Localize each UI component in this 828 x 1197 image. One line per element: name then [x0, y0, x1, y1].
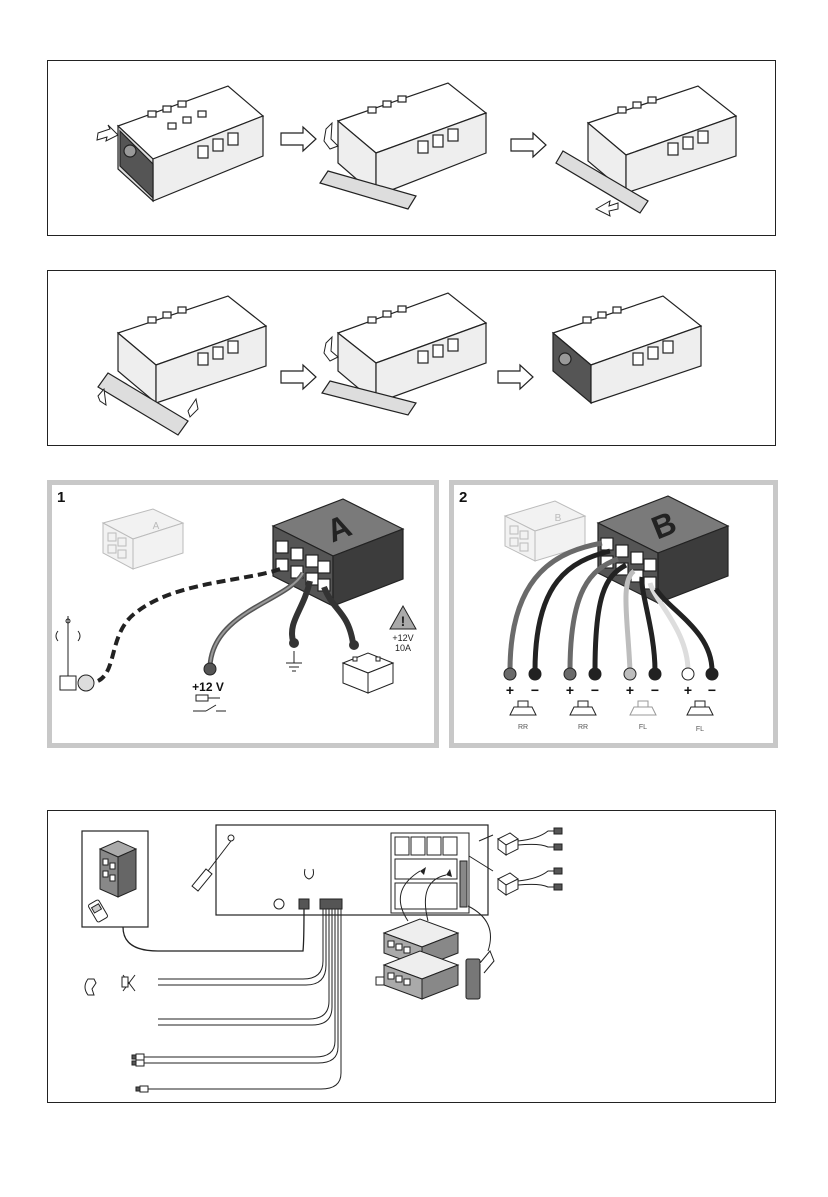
wiring-a-illustration: A A +12 V [48, 481, 440, 749]
push-arrow-icon [97, 125, 118, 141]
svg-text:−: − [708, 682, 716, 698]
antenna-icon [56, 616, 94, 691]
arrow-right-icon [281, 365, 316, 389]
radio-with-face [118, 86, 263, 201]
fuse-holder [460, 861, 467, 907]
ignition-key-icon [193, 695, 226, 711]
svg-text:−: − [591, 682, 599, 698]
phone-port [299, 899, 309, 909]
warning-icon: ! [390, 606, 416, 629]
iso-wire-bundle [143, 909, 341, 1089]
speaker-icon [570, 701, 596, 715]
removal-illustration [48, 61, 777, 237]
tilt-arrow-icon [324, 337, 338, 361]
svg-text:+: + [626, 682, 634, 698]
speaker-icon [630, 701, 656, 715]
attach-illustration [48, 271, 777, 447]
radio-face-opening [320, 83, 486, 209]
radio-face-removed [556, 86, 736, 213]
wiring-b-illustration: B B [450, 481, 779, 749]
speaker-icon [510, 701, 536, 715]
panel-attach-steps [47, 270, 776, 446]
panel-removal-steps [47, 60, 776, 236]
svg-text:+: + [684, 682, 692, 698]
svg-text:−: − [651, 682, 659, 698]
arrow-right-icon [511, 133, 546, 157]
radio-face-attaching [322, 293, 486, 415]
fuse-label-voltage: +12V [392, 633, 413, 643]
antenna-cable [98, 569, 280, 681]
svg-text:!: ! [401, 613, 406, 629]
ground-screw [274, 899, 284, 909]
speaker-label: RR [578, 724, 588, 731]
rca-plug-icon [132, 1054, 148, 1092]
speaker-wire-ends [504, 668, 718, 680]
speaker-icons [510, 701, 713, 715]
phone-mute-icon [85, 975, 135, 995]
panel-wiring-b: 2 B B [449, 480, 778, 748]
rear-connections-illustration [48, 811, 777, 1104]
small-connector-letter: B [555, 513, 562, 524]
polarity-signs: +− +− +− +− [506, 682, 716, 698]
svg-text:+: + [506, 682, 514, 698]
rca-connector-icon [498, 828, 562, 855]
iso-port [320, 899, 342, 909]
pull-arrow-icon [596, 201, 618, 216]
speaker-label: FL [639, 724, 647, 731]
arrow-right-icon [281, 127, 316, 151]
svg-text:+: + [566, 682, 574, 698]
voltage-label: +12 V [192, 680, 224, 694]
speaker-icon [687, 701, 713, 715]
small-connector-a [103, 509, 183, 569]
mounting-hook-icon [305, 869, 314, 879]
connector-bays [391, 833, 469, 913]
small-connector-letter: A [153, 521, 160, 532]
fuse-icon [466, 951, 494, 999]
battery-icon [343, 653, 393, 693]
arrow-right-icon [498, 365, 533, 389]
antenna-socket [228, 835, 234, 841]
svg-text:−: − [531, 682, 539, 698]
radio-face-detached [98, 296, 266, 435]
speaker-label: RR [518, 724, 528, 731]
speaker-label: FL [696, 726, 704, 733]
radio-face-attached [553, 296, 701, 403]
panel-wiring-a: 1 A A [47, 480, 439, 748]
fuse-label-amps: 10A [395, 643, 411, 653]
phone-module-icon [100, 841, 136, 897]
rca-connector-icon [498, 868, 562, 895]
ground-icon [286, 651, 302, 671]
panel-rear-connections [47, 810, 776, 1103]
tilt-arrow-icon [324, 123, 338, 149]
